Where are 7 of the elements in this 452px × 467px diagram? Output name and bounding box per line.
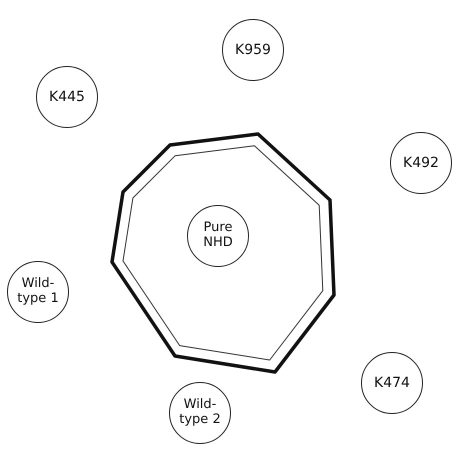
well-label: Wild-type 1	[16, 277, 60, 307]
well-label: K474	[373, 374, 411, 392]
well-label: K959	[234, 42, 272, 58]
well-label: K492	[402, 154, 440, 172]
well-label: Pure NHD	[202, 221, 234, 251]
well-label: K445	[48, 88, 86, 106]
well-label: Wild-type 2	[178, 398, 222, 428]
